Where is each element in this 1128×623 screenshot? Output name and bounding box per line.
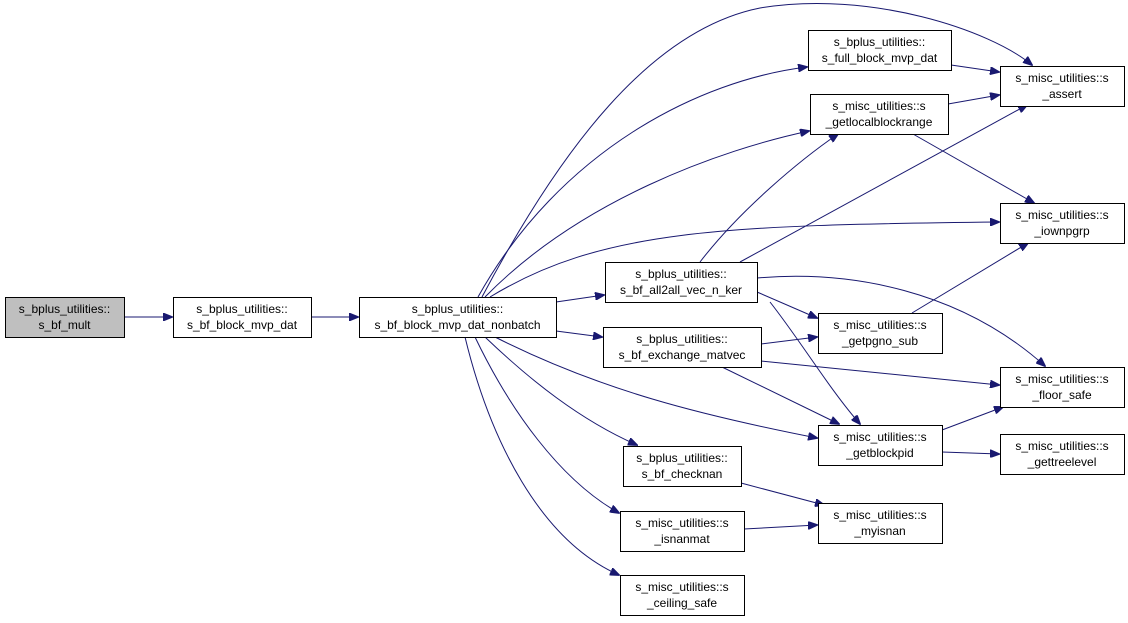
edge-isnanmat-to-myisnan: [743, 525, 817, 530]
node-label-line1: s_bplus_utilities::: [834, 35, 925, 49]
node-myisnan[interactable]: s_misc_utilities::s_myisnan: [818, 503, 943, 544]
node-label-line1: s_misc_utilities::s: [1015, 71, 1108, 85]
node-full-block-mvp-dat[interactable]: s_bplus_utilities::s_full_block_mvp_dat: [808, 30, 952, 71]
node-box: [818, 503, 943, 544]
node-box: [818, 313, 943, 354]
node-iownpgrp[interactable]: s_misc_utilities::s_iownpgrp: [1000, 203, 1125, 244]
node-box: [818, 425, 943, 466]
node-label-line2: s_bf_checknan: [642, 467, 723, 481]
node-box: [359, 297, 557, 338]
node-label-line1: s_misc_utilities::s: [832, 99, 925, 113]
node-label-line1: s_misc_utilities::s: [833, 318, 926, 332]
node-bf-mult[interactable]: s_bplus_utilities::s_bf_mult: [5, 297, 125, 338]
node-bf-checknan[interactable]: s_bplus_utilities::s_bf_checknan: [623, 446, 742, 487]
edge-bf_block_mvp_dat_nonbatch-to-bf_all2all_vec_n_ker: [555, 295, 604, 303]
node-label-line2: _myisnan: [853, 524, 905, 538]
node-label-line1: s_misc_utilities::s: [833, 508, 926, 522]
node-label-line1: s_bplus_utilities::: [636, 451, 727, 465]
node-label-line2: _ceiling_safe: [646, 596, 717, 610]
node-getblockpid[interactable]: s_misc_utilities::s_getblockpid: [818, 425, 943, 466]
node-label-line2: _getpgno_sub: [841, 334, 918, 348]
node-label-line1: s_misc_utilities::s: [1015, 372, 1108, 386]
node-label-line1: s_bplus_utilities::: [196, 302, 287, 316]
edge-getblockpid-to-gettreelevel: [941, 452, 999, 454]
node-box: [1000, 66, 1125, 107]
node-box: [620, 511, 745, 552]
edge-bf_block_mvp_dat_nonbatch-to-getblockpid: [494, 336, 817, 438]
node-label-line2: _getblockpid: [845, 446, 913, 460]
node-label-line2: s_bf_exchange_matvec: [619, 348, 746, 362]
node-label-line2: s_bf_mult: [38, 318, 91, 332]
edge-bf_all2all_vec_n_ker-to-getlocalblockrange: [699, 134, 838, 263]
node-getlocalblockrange[interactable]: s_misc_utilities::s_getlocalblockrange: [810, 94, 949, 135]
node-label-line1: s_misc_utilities::s: [635, 516, 728, 530]
node-gettreelevel[interactable]: s_misc_utilities::s_gettreelevel: [1000, 434, 1125, 475]
edge-bf_block_mvp_dat_nonbatch-to-assert: [481, 3, 1032, 298]
edge-bf_exchange_matvec-to-getpgno_sub: [760, 337, 817, 345]
node-label-line1: s_bplus_utilities::: [19, 302, 110, 316]
edge-getlocalblockrange-to-assert: [947, 95, 999, 105]
node-label-line1: s_misc_utilities::s: [635, 580, 728, 594]
node-box: [605, 262, 758, 303]
edge-full_block_mvp_dat-to-assert: [950, 64, 999, 72]
node-label-line1: s_misc_utilities::s: [833, 430, 926, 444]
edge-getblockpid-to-floor_safe: [941, 407, 1003, 431]
edge-bf_block_mvp_dat_nonbatch-to-getlocalblockrange: [484, 131, 809, 298]
node-box: [1000, 367, 1125, 408]
edge-getlocalblockrange-to-iownpgrp: [912, 133, 1034, 203]
edge-bf_exchange_matvec-to-getblockpid: [721, 366, 839, 424]
edge-bf_all2all_vec_n_ker-to-getblockpid: [769, 301, 860, 424]
node-box: [603, 327, 762, 368]
node-label-line2: _isnanmat: [653, 532, 710, 546]
node-box: [1000, 434, 1125, 475]
node-box: [808, 30, 952, 71]
node-label-line2: s_bf_all2all_vec_n_ker: [620, 283, 742, 297]
node-floor-safe[interactable]: s_misc_utilities::s_floor_safe: [1000, 367, 1125, 408]
edge-bf_block_mvp_dat_nonbatch-to-ceiling_safe: [464, 336, 619, 575]
node-bf-block-mvp-dat[interactable]: s_bplus_utilities::s_bf_block_mvp_dat: [173, 297, 312, 338]
node-box: [810, 94, 949, 135]
edge-bf_all2all_vec_n_ker-to-floor_safe: [756, 275, 1045, 366]
edge-bf_block_mvp_dat_nonbatch-to-bf_exchange_matvec: [555, 330, 602, 337]
node-label-line2: _getlocalblockrange: [825, 115, 933, 129]
node-label-line1: s_bplus_utilities::: [635, 267, 726, 281]
node-box: [623, 446, 742, 487]
edge-getpgno_sub-to-iownpgrp: [911, 243, 1028, 314]
node-bf-all2all-vec-n-ker[interactable]: s_bplus_utilities::s_bf_all2all_vec_n_ke…: [605, 262, 758, 303]
node-bf-exchange-matvec[interactable]: s_bplus_utilities::s_bf_exchange_matvec: [603, 327, 762, 368]
node-label-line1: s_bplus_utilities::: [636, 332, 727, 346]
node-box: [1000, 203, 1125, 244]
node-box: [620, 575, 745, 616]
node-label-line2: s_bf_block_mvp_dat: [187, 318, 298, 332]
node-assert[interactable]: s_misc_utilities::s_assert: [1000, 66, 1125, 107]
node-bf-block-mvp-dat-nonbatch[interactable]: s_bplus_utilities::s_bf_block_mvp_dat_no…: [359, 297, 557, 338]
edge-bf_exchange_matvec-to-floor_safe: [760, 360, 999, 385]
node-isnanmat[interactable]: s_misc_utilities::s_isnanmat: [620, 511, 745, 552]
edge-bf_block_mvp_dat_nonbatch-to-iownpgrp: [489, 222, 999, 298]
node-ceiling-safe[interactable]: s_misc_utilities::s_ceiling_safe: [620, 575, 745, 616]
node-label-line2: s_full_block_mvp_dat: [822, 51, 938, 65]
node-label-line2: _iownpgrp: [1033, 224, 1090, 238]
edge-bf_block_mvp_dat_nonbatch-to-bf_checknan: [484, 336, 637, 445]
edge-bf_checknan-to-myisnan: [740, 482, 824, 505]
node-label-line1: s_misc_utilities::s: [1015, 439, 1108, 453]
node-label-line2: s_bf_block_mvp_dat_nonbatch: [374, 318, 540, 332]
node-label-line2: _floor_safe: [1031, 388, 1092, 402]
node-getpgno-sub[interactable]: s_misc_utilities::s_getpgno_sub: [818, 313, 943, 354]
edge-bf_block_mvp_dat_nonbatch-to-isnanmat: [474, 336, 619, 513]
node-label-line1: s_misc_utilities::s: [1015, 208, 1108, 222]
edge-bf_block_mvp_dat_nonbatch-to-full_block_mvp_dat: [477, 67, 807, 298]
node-label-line2: _assert: [1041, 87, 1082, 101]
edge-bf_all2all_vec_n_ker-to-assert: [739, 105, 1027, 263]
node-box: [5, 297, 125, 338]
edge-bf_all2all_vec_n_ker-to-getpgno_sub: [756, 291, 817, 318]
node-label-line1: s_bplus_utilities::: [412, 302, 503, 316]
node-label-line2: _gettreelevel: [1027, 455, 1097, 469]
node-box: [173, 297, 312, 338]
